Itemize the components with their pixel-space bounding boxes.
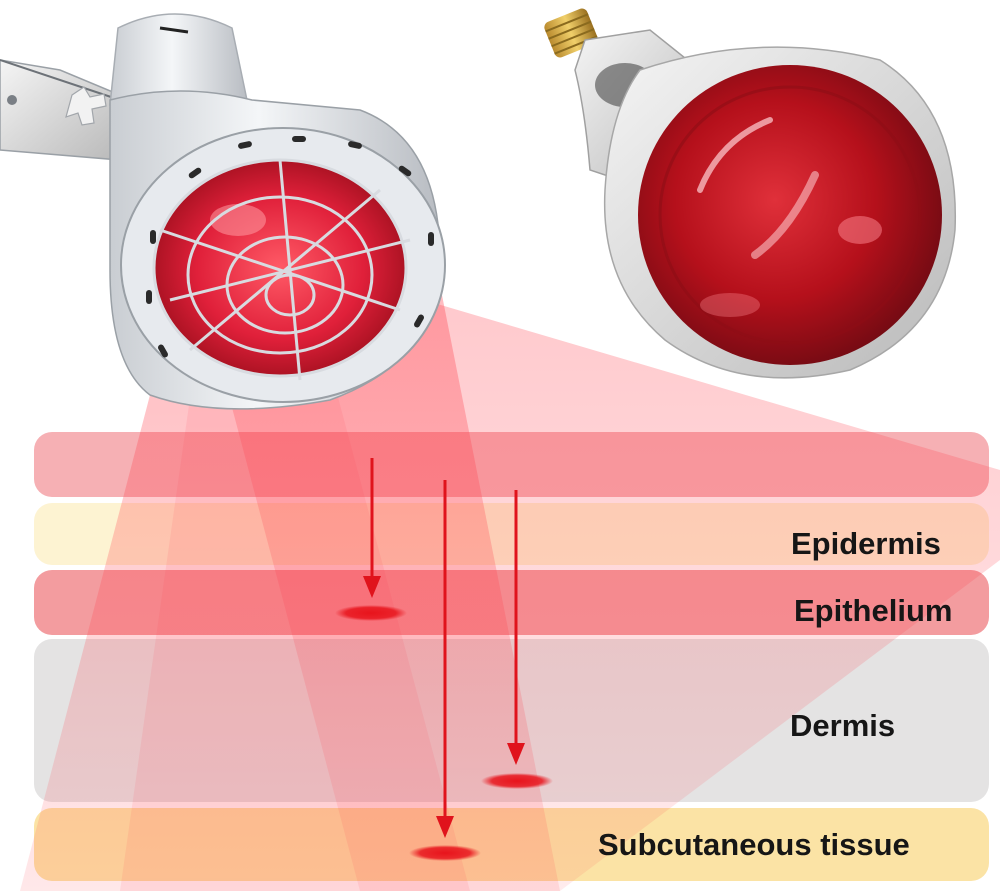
label-dermis: Dermis [790, 708, 896, 743]
spot-dermis [481, 773, 553, 789]
infrared-bulb-icon [544, 8, 957, 379]
spot-epithelium [335, 605, 407, 621]
penetration-arrows [363, 458, 525, 838]
lamp-clamp-arm [0, 59, 121, 161]
infrared-heat-lamp-icon [0, 13, 446, 410]
arrowhead-epithelium [363, 576, 381, 598]
beam-right [230, 290, 1000, 891]
infrared-beams [20, 285, 1000, 891]
beam-center [120, 330, 470, 891]
arrowhead-dermis [507, 743, 525, 765]
absorption-spots [335, 605, 553, 861]
arrowhead-subcutaneous [436, 816, 454, 838]
label-epidermis: Epidermis [791, 526, 941, 561]
lamp-cage [152, 158, 411, 381]
spot-subcutaneous [409, 845, 481, 861]
label-subcutaneous-tissue: Subcutaneous tissue [598, 827, 910, 862]
label-epithelium: Epithelium [794, 593, 953, 628]
